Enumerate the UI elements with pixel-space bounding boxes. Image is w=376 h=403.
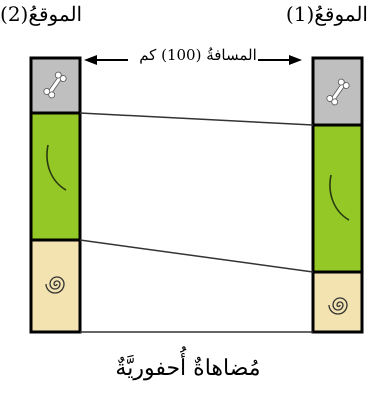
- correlation-line-lower: [79, 239, 314, 273]
- ammonite-fossil-icon: [45, 276, 65, 294]
- tusk-fossil-icon: [46, 144, 67, 191]
- site-1-column: [311, 56, 364, 334]
- bone-fossil-icon: [43, 71, 67, 99]
- distance-label: المسافةُ (100) كم: [139, 46, 257, 64]
- correlation-line-upper: [79, 112, 314, 126]
- bone-fossil-icon: [326, 78, 350, 106]
- distance-arrow: [84, 55, 302, 65]
- correlation-lines: [79, 112, 314, 333]
- site-1-layer-middle: [311, 123, 364, 274]
- diagram-caption: مُضاهاةٌ أُحفوريَّةٌ: [115, 356, 261, 381]
- site-1-label: الموقعُ(1): [285, 2, 368, 26]
- site-2-label: الموقعُ(2): [0, 2, 83, 26]
- ammonite-fossil-icon: [328, 297, 348, 315]
- site-2-layer-middle: [29, 111, 82, 242]
- tusk-fossil-icon: [329, 174, 350, 221]
- site-1-layer-bottom: [311, 270, 364, 334]
- site-2-column: [29, 56, 82, 334]
